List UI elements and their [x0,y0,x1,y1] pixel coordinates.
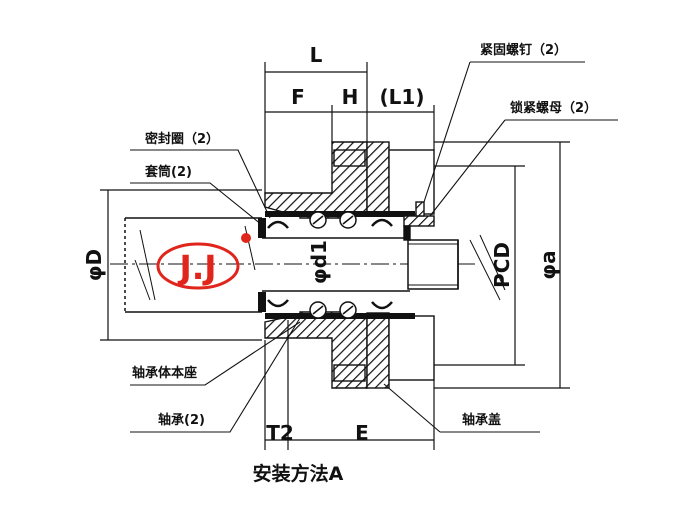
dim-H: H [342,85,359,109]
label-bearing-housing: 轴承体本座 [132,365,197,381]
sleeves [258,211,415,319]
dim-phiD: φD [82,249,106,281]
dim-T2: T2 [266,421,294,445]
bearing-balls [309,211,357,319]
label-sleeve: 套筒(2) [144,164,192,180]
dim-phia: φa [536,250,560,279]
dimension-lines [100,62,570,450]
dim-F: F [291,85,305,109]
figure-caption: 安装方法A [253,462,344,485]
dim-PCD: PCD [490,242,514,288]
label-lock-nut: 锁紧螺母（2） [510,100,597,116]
housing-top [264,141,368,219]
dim-L: L [310,43,323,67]
dim-phid1: φd1 [307,240,331,284]
shaft [262,237,459,292]
bearing-cover [366,141,435,389]
label-bearing-cover: 轴承盖 [462,412,501,428]
label-set-screw: 紧固螺钉（2） [480,42,567,58]
label-bearing: 轴承(2) [158,412,205,428]
lock-nut [403,201,435,241]
leader-lines [130,61,618,433]
seal-rings [267,218,393,310]
label-seal-ring: 密封圈（2） [144,131,219,147]
jj-logo: J.J [156,233,251,290]
dim-E: E [355,421,369,445]
dim-L1: (L1) [380,85,425,109]
logo-text: J.J [177,248,216,287]
